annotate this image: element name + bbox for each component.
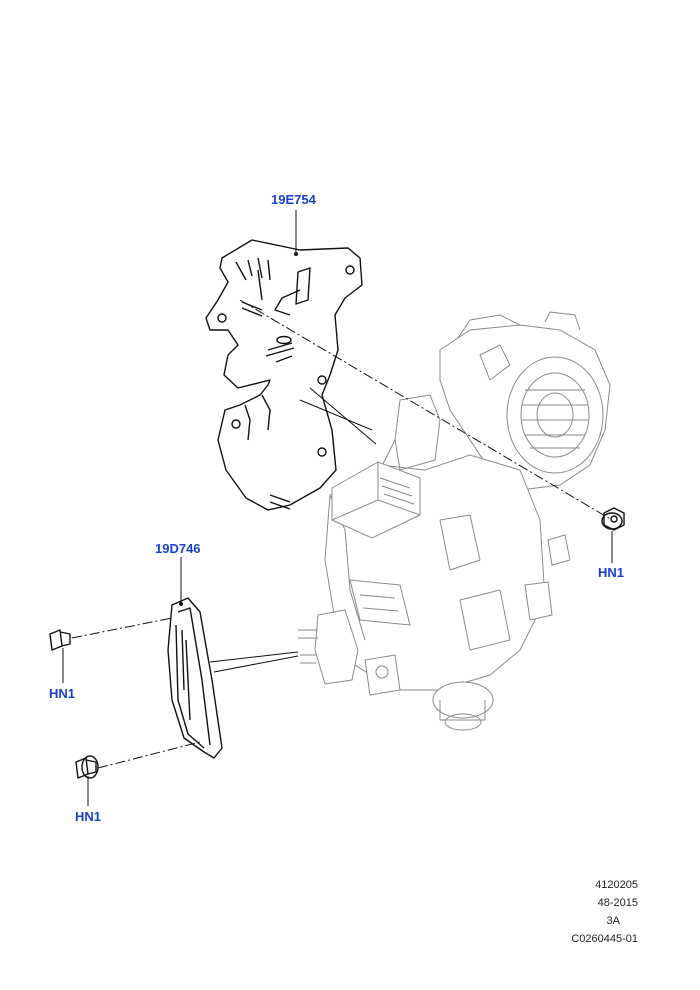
reference-code-1: 4120205 xyxy=(595,879,638,891)
nut-hn1-right[interactable] xyxy=(601,507,625,531)
callout-hn1-left-lower[interactable]: HN1 xyxy=(75,809,102,824)
assembly-centerlines xyxy=(71,299,613,769)
reference-code-2: 48-2015 xyxy=(597,897,638,909)
bracket-label-decal xyxy=(265,335,295,363)
bracket-19e754[interactable] xyxy=(205,239,363,511)
seal-19d746[interactable] xyxy=(167,597,223,759)
nut-hn1-left-upper[interactable] xyxy=(49,629,71,651)
leader-lines xyxy=(62,210,613,806)
callout-19d746[interactable]: 19D746 xyxy=(155,541,201,556)
nut-hn1-left-lower[interactable] xyxy=(75,755,99,779)
heater-blower-assembly xyxy=(298,311,611,731)
callout-19e754[interactable]: 19E754 xyxy=(271,192,316,207)
callout-hn1-right[interactable]: HN1 xyxy=(598,565,625,580)
reference-code-4: C0260445-01 xyxy=(571,933,638,945)
reference-code-3: 3A xyxy=(606,915,620,927)
callout-hn1-left-upper[interactable]: HN1 xyxy=(49,686,76,701)
